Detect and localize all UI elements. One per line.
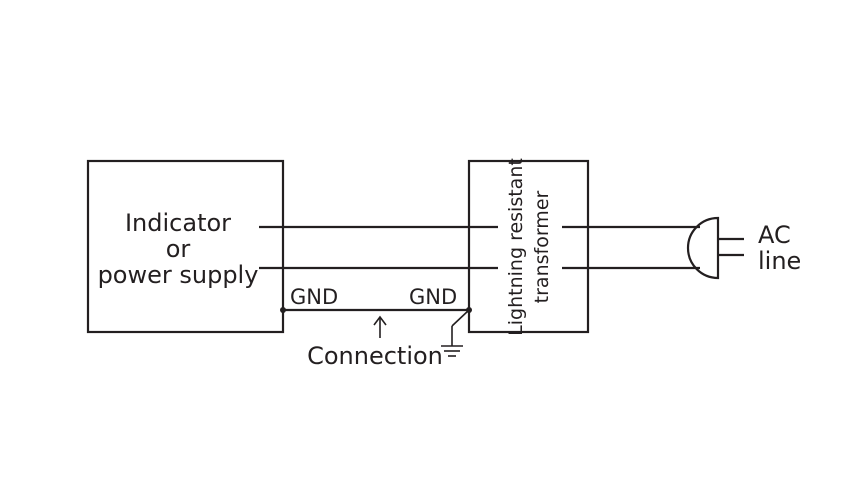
gnd-right-label: GND	[409, 285, 457, 309]
transformer-box	[467, 159, 590, 334]
ac-plug-icon	[686, 216, 744, 280]
gnd-dot-left	[280, 307, 286, 313]
indicator-label-line1: Indicator	[125, 209, 231, 237]
gnd-left-label: GND	[290, 285, 338, 309]
indicator-label-line3: power supply	[98, 261, 259, 289]
indicator-box	[86, 159, 285, 334]
earth-ground-icon	[441, 309, 470, 357]
transformer-label-line1: Lightning resistant	[505, 158, 527, 336]
connection-label: Connection	[307, 342, 443, 370]
transformer-label-line2: transformer	[531, 190, 553, 303]
connection-arrow-icon	[373, 315, 387, 338]
indicator-label-line2: or	[166, 235, 191, 263]
ac-line-label-line2: line	[758, 247, 801, 275]
ac-line-label-line1: AC	[758, 221, 791, 249]
